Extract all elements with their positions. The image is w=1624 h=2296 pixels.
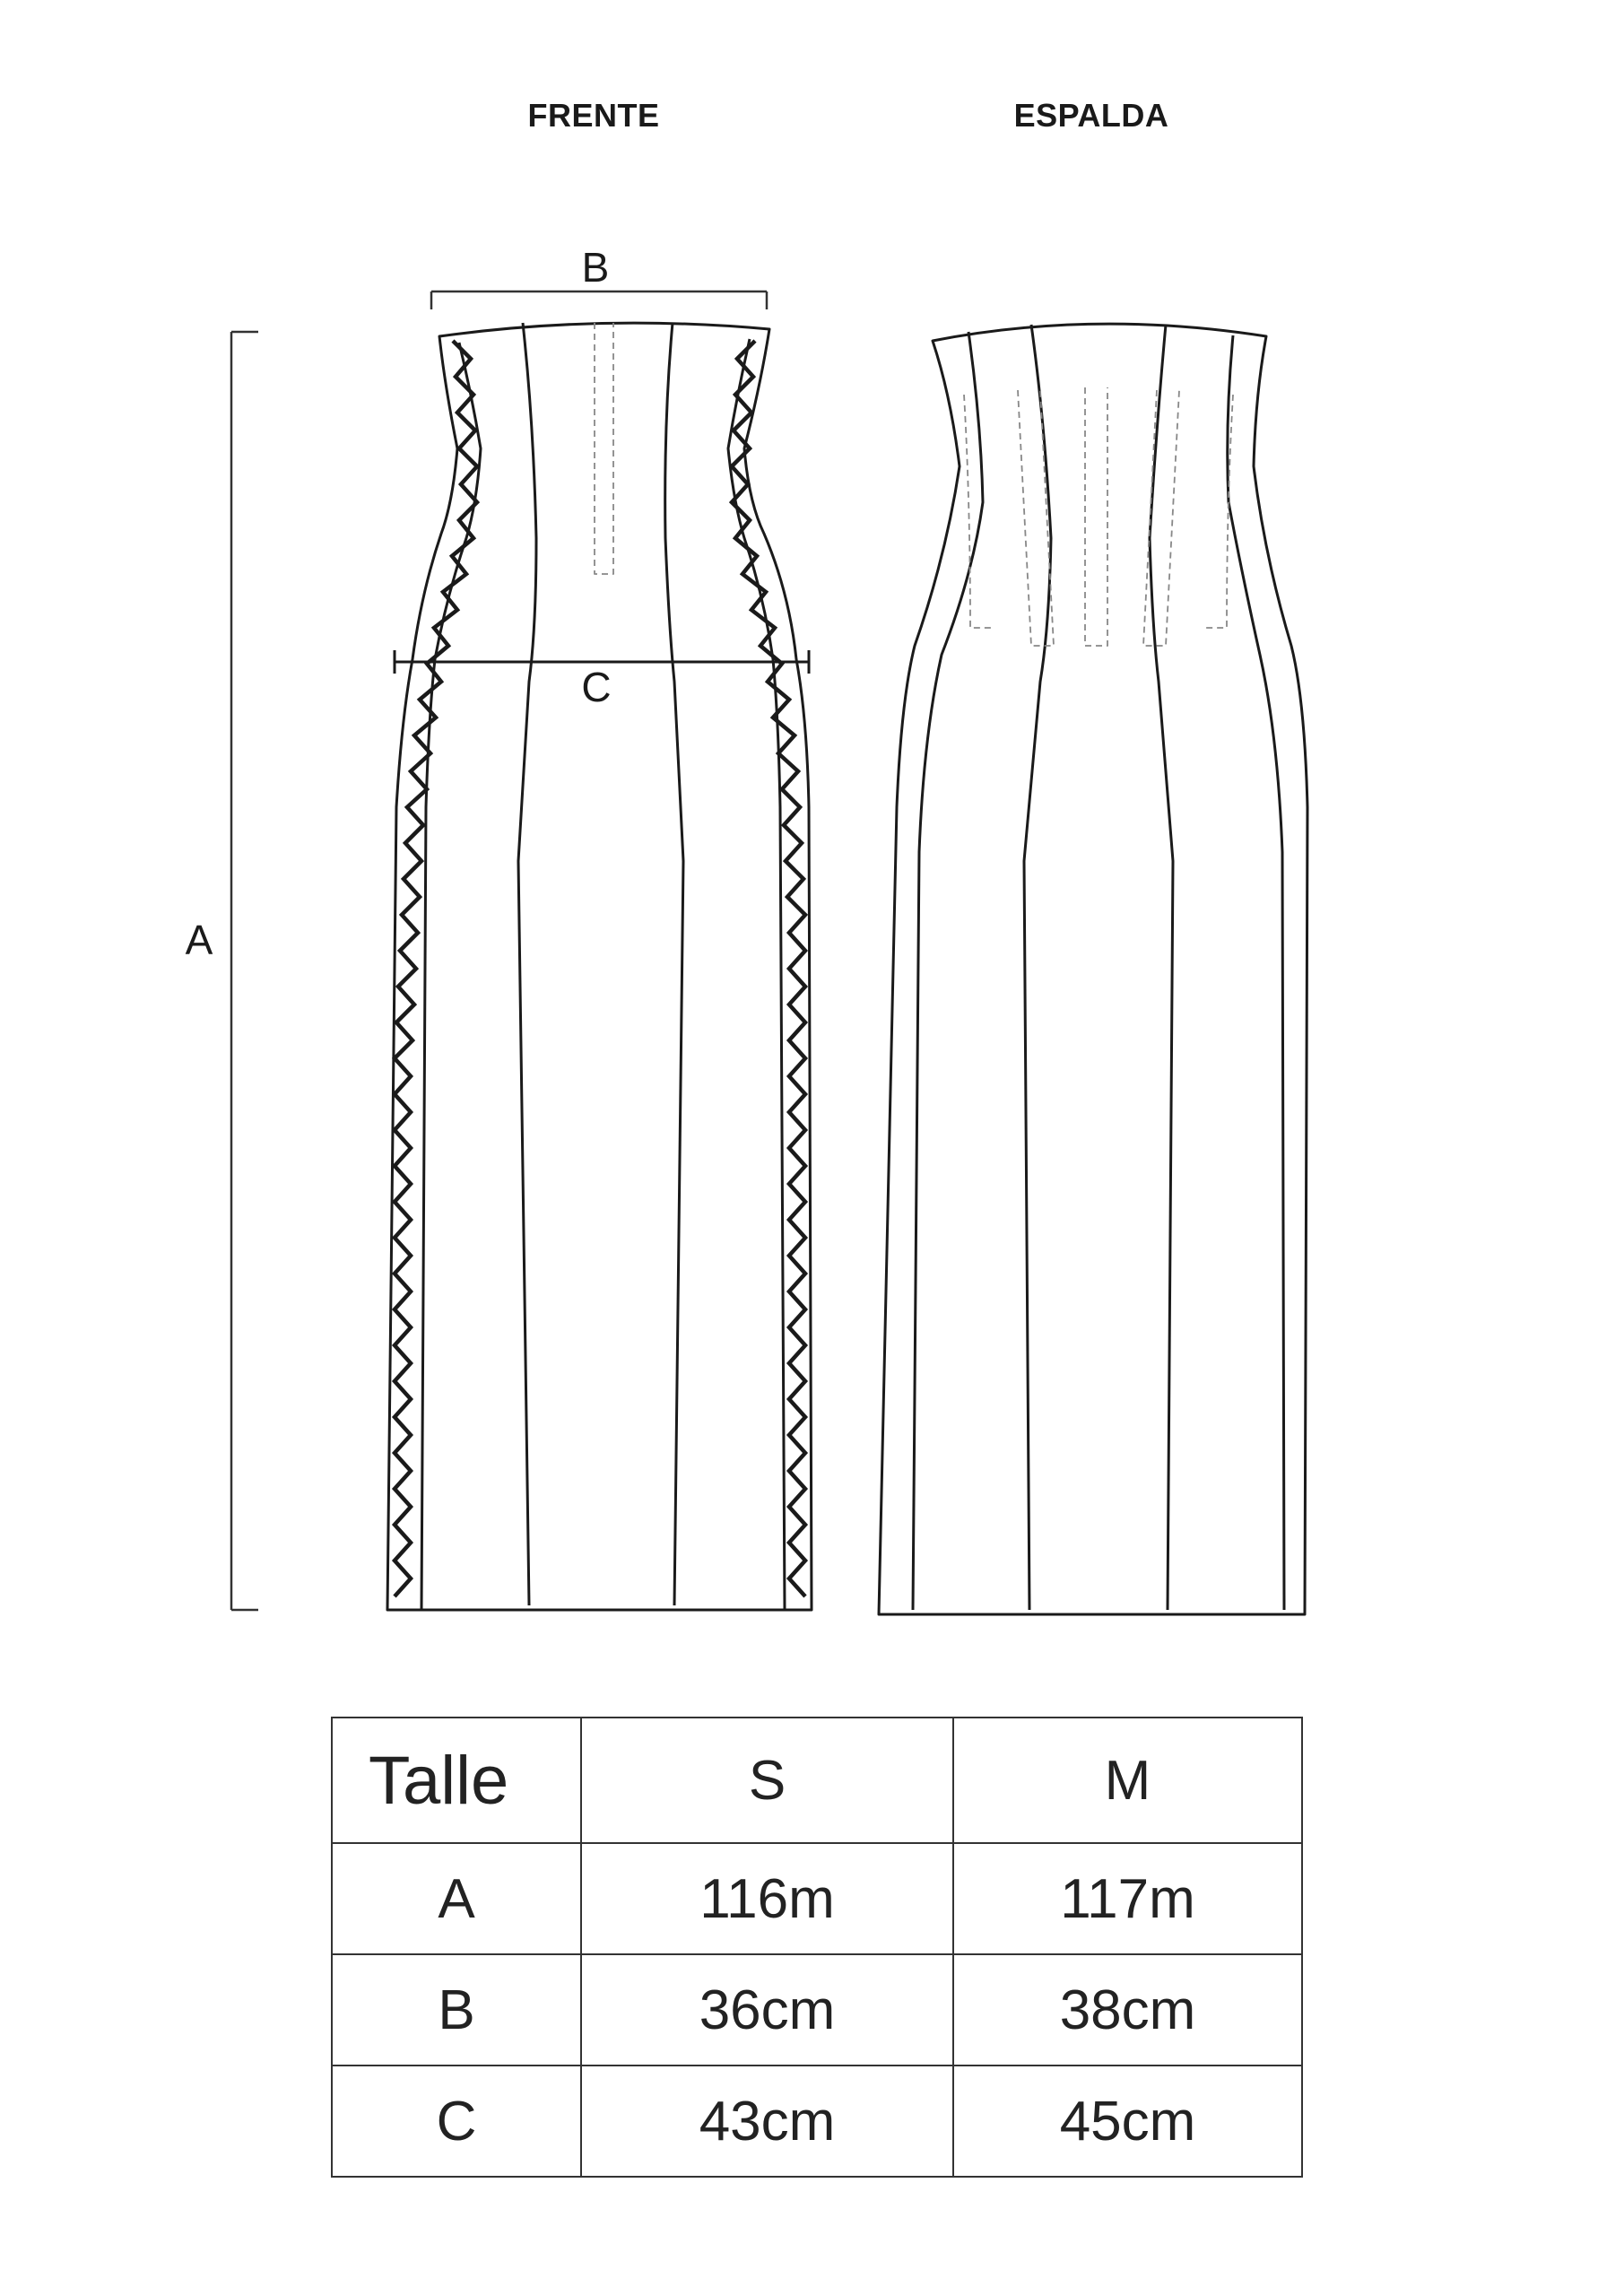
table-cell: C (331, 2065, 582, 2178)
table-cell: 38cm (952, 1953, 1303, 2066)
table-header-m: M (952, 1717, 1303, 1844)
table-cell: 45cm (952, 2065, 1303, 2178)
back-dress-outline (877, 322, 1309, 1616)
front-view-title: FRENTE (527, 97, 660, 134)
back-view-title: ESPALDA (1013, 97, 1169, 134)
table-header-s: S (580, 1717, 954, 1844)
front-left-lacing (391, 339, 481, 1598)
table-cell: A (331, 1842, 582, 1955)
dimension-c-line (393, 650, 811, 674)
table-cell: 43cm (580, 2065, 954, 2178)
table-cell: 116m (580, 1842, 954, 1955)
dimension-a-line (230, 330, 258, 1612)
table-cell: 36cm (580, 1953, 954, 2066)
table-row: C 43cm 45cm (331, 2065, 1303, 2178)
size-chart-table: Talle S M A 116m 117m B 36cm 38cm C 43cm… (331, 1717, 1303, 2178)
dimension-b-label: B (581, 244, 610, 291)
table-header-row: Talle S M (331, 1717, 1303, 1844)
table-cell: B (331, 1953, 582, 2066)
table-row: A 116m 117m (331, 1842, 1303, 1955)
table-row: B 36cm 38cm (331, 1953, 1303, 2066)
dimension-c-label: C (581, 664, 612, 710)
table-header-size: Talle (331, 1717, 582, 1844)
table-cell: 117m (952, 1842, 1303, 1955)
front-right-lacing (728, 339, 809, 1598)
dimension-b-line (430, 290, 769, 309)
dimension-a-label: A (185, 917, 213, 963)
